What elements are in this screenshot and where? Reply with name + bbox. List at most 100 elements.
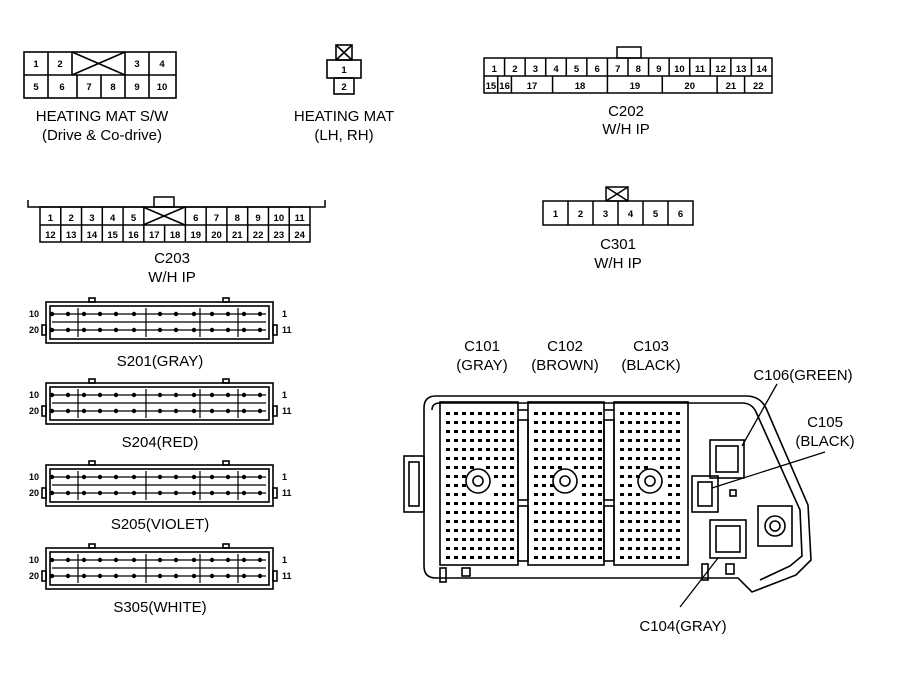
pin-label: 4 — [110, 213, 116, 224]
pin-label: 17 — [527, 81, 538, 92]
connector-subtitle: W/H IP — [148, 269, 196, 286]
splice-pin-label: 10 — [29, 472, 39, 482]
pin-label: 4 — [159, 59, 165, 70]
pin-label: 23 — [274, 230, 285, 241]
pin-label: 2 — [69, 213, 74, 224]
c104-label: C104(GRAY) — [639, 618, 726, 635]
pin-label: 22 — [253, 230, 264, 241]
c105-label: C105 — [807, 414, 843, 431]
pin-label: 6 — [193, 213, 198, 224]
pin-label: 3 — [603, 209, 608, 220]
c301-connector — [542, 186, 694, 226]
connector-title: C202 — [608, 103, 644, 120]
splice-label: S201(GRAY) — [117, 353, 203, 370]
pin-label: 19 — [190, 230, 201, 241]
pin-label: 5 — [574, 64, 580, 75]
pin-label: 1 — [341, 65, 347, 76]
splice-pin-label: 1 — [282, 309, 287, 319]
heating-mat-switch-connector — [23, 51, 177, 99]
connector-subtitle: (LH, RH) — [314, 127, 373, 144]
pin-label: 11 — [295, 213, 306, 224]
splice-pin-label: 11 — [282, 571, 292, 581]
pin-label: 10 — [274, 213, 285, 224]
splice-pin-label: 20 — [29, 488, 39, 498]
pin-label: 7 — [615, 64, 620, 75]
splice-label: S204(RED) — [122, 434, 199, 451]
junction-box-leader-lines — [679, 383, 826, 608]
pin-label: 10 — [674, 64, 685, 75]
pin-label: 3 — [89, 213, 94, 224]
pin-label: 16 — [499, 81, 510, 92]
pin-label: 21 — [726, 81, 737, 92]
pin-label: 14 — [87, 230, 98, 241]
pin-label: 12 — [715, 64, 726, 75]
connector-title: HEATING MAT S/W — [36, 108, 169, 125]
c102-label: C102 — [547, 338, 583, 355]
pin-label: 8 — [636, 64, 641, 75]
pin-label: 16 — [128, 230, 139, 241]
pin-label: 20 — [684, 81, 695, 92]
splice-label: S205(VIOLET) — [111, 516, 209, 533]
connector-title: C301 — [600, 236, 636, 253]
pin-label: 5 — [131, 213, 137, 224]
pin-label: 2 — [57, 59, 62, 70]
pin-label: 5 — [33, 82, 39, 93]
pin-label: 1 — [492, 64, 498, 75]
pin-label: 3 — [134, 59, 139, 70]
connector-subtitle: W/H IP — [602, 121, 650, 138]
splice-pin-label: 20 — [29, 571, 39, 581]
pin-label: 21 — [232, 230, 243, 241]
splice-pin-label: 1 — [282, 472, 287, 482]
pin-label: 15 — [486, 81, 497, 92]
pin-label: 9 — [134, 82, 139, 93]
pin-label: 12 — [45, 230, 56, 241]
connector-title: C203 — [154, 250, 190, 267]
pin-label: 15 — [107, 230, 118, 241]
splice-pin-label: 20 — [29, 325, 39, 335]
pin-label: 13 — [66, 230, 77, 241]
connector-subtitle: W/H IP — [594, 255, 642, 272]
splice-pin-label: 1 — [282, 390, 287, 400]
pin-label: 2 — [512, 64, 517, 75]
pin-label: 2 — [578, 209, 583, 220]
pin-label: 18 — [575, 81, 586, 92]
pin-label: 20 — [211, 230, 222, 241]
pin-label: 10 — [157, 82, 168, 93]
splice-pin-label: 11 — [282, 325, 292, 335]
splice-pin-label: 10 — [29, 390, 39, 400]
c202-connector — [483, 46, 773, 94]
c102-color: (BROWN) — [531, 357, 599, 374]
splice-pin-label: 11 — [282, 406, 292, 416]
pin-label: 11 — [695, 64, 706, 75]
pin-label: 9 — [255, 213, 260, 224]
splice-pin-label: 10 — [29, 309, 39, 319]
splice-pin-label: 20 — [29, 406, 39, 416]
pin-label: 22 — [753, 81, 764, 92]
splice-pin-label: 1 — [282, 555, 287, 565]
pin-label: 1 — [48, 213, 54, 224]
pin-label: 5 — [653, 209, 659, 220]
pin-label: 19 — [630, 81, 641, 92]
pin-label: 6 — [59, 82, 64, 93]
heating-mat-connector — [326, 44, 362, 95]
pin-label: 6 — [594, 64, 599, 75]
pin-label: 2 — [341, 82, 346, 93]
pin-label: 8 — [110, 82, 115, 93]
pin-label: 1 — [33, 59, 39, 70]
c101-color: (GRAY) — [456, 357, 507, 374]
pin-label: 17 — [149, 230, 160, 241]
junction-box-socket-array — [446, 412, 680, 559]
pin-label: 4 — [628, 209, 634, 220]
connector-subtitle: (Drive & Co-drive) — [42, 127, 162, 144]
pin-label: 24 — [294, 230, 305, 241]
pin-label: 7 — [86, 82, 91, 93]
splice-label: S305(WHITE) — [113, 599, 206, 616]
pin-label: 9 — [656, 64, 661, 75]
c203-connector — [27, 196, 326, 243]
pin-label: 8 — [235, 213, 240, 224]
